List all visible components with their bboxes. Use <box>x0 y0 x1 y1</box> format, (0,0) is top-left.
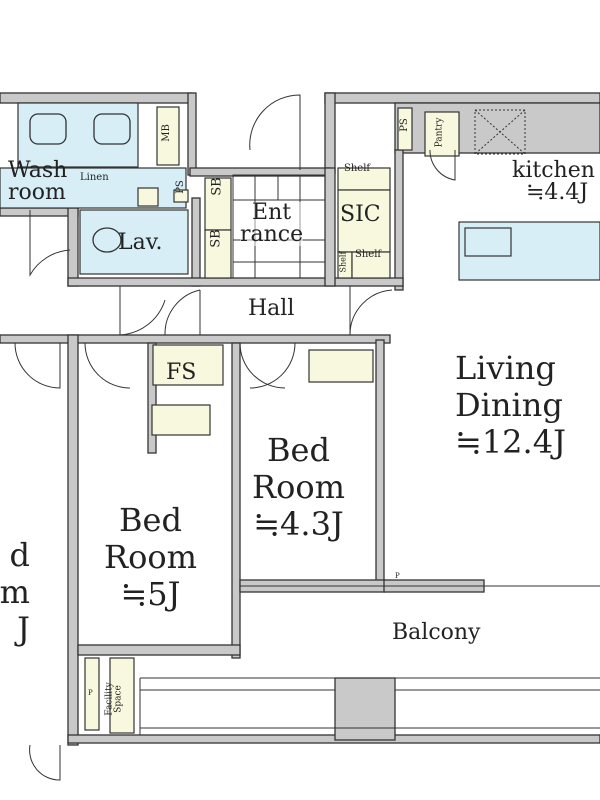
sb-bottom-label: SB <box>208 229 224 248</box>
wall <box>324 92 600 104</box>
pipe-space-label: P <box>395 572 400 580</box>
lavatory <box>79 209 189 275</box>
ps-kitchen-label: PS <box>398 118 410 132</box>
ps-label: PS <box>174 180 186 194</box>
fs-label: FS <box>166 360 197 385</box>
bathtub <box>29 113 67 145</box>
sic-label: SIC <box>340 202 381 227</box>
entrance-door[interactable] <box>249 94 301 170</box>
mb-label: MB <box>160 124 172 142</box>
linen-label: Linen <box>80 172 109 183</box>
wall <box>0 92 193 104</box>
lav-label: Lav. <box>118 230 163 255</box>
pipe-space-label: P <box>88 689 93 697</box>
pantry-label: Pantry <box>434 117 445 148</box>
toilet <box>92 227 122 253</box>
balcony-label: Balcony <box>392 620 481 645</box>
shelf-label: Shelf <box>355 249 382 260</box>
shelf-label: Shelf <box>338 251 348 273</box>
hall-label: Hall <box>248 296 295 321</box>
sb-top-label: SB <box>209 177 225 196</box>
shelf-label: Shelf <box>344 163 371 174</box>
kitchen-label: kitchen≒4.4J <box>512 158 595 205</box>
